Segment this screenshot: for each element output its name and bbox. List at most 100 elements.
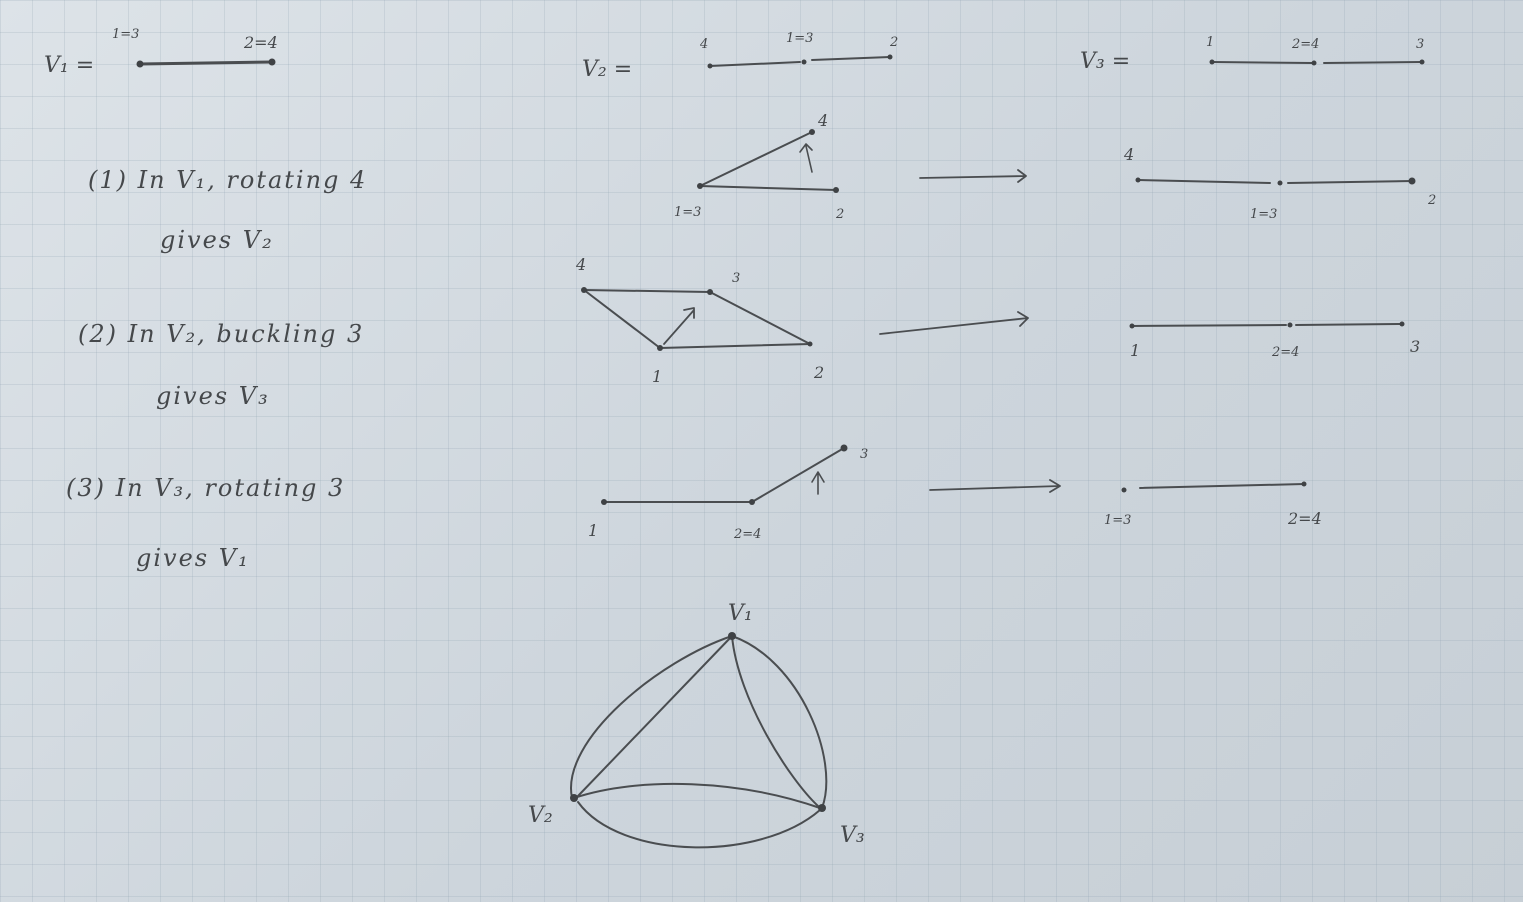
edge-v2-v3-lower [577, 801, 821, 849]
v3-right-label: 3 [1416, 37, 1424, 52]
step-2-after-left: 1 [1130, 341, 1140, 360]
step-3-point-3 [840, 444, 848, 452]
v3-segments [1211, 61, 1423, 64]
step-2-point-2 [807, 341, 813, 347]
step-1-after-diagram: 4 1=3 2 [1123, 145, 1436, 222]
node-v2 [570, 794, 578, 802]
step-2-result: gives V₃ [156, 382, 270, 410]
step-3-text: (3) In V₃, rotating 3 [66, 474, 345, 502]
edge-v1-v3-outer [731, 635, 828, 809]
step-1-point-2 [833, 187, 839, 193]
step-3-after-left: 1=3 [1104, 513, 1131, 528]
v3-mid-label: 2=4 [1291, 37, 1319, 52]
step-3-after-right-point [1301, 481, 1307, 487]
step-2-after-mid: 2=4 [1271, 345, 1299, 360]
edge-v1-v2-inner [577, 635, 733, 797]
step-1-arrow-up-icon [799, 143, 813, 173]
step-2-after-right: 3 [1410, 337, 1420, 356]
step-2-after-mid-point [1287, 322, 1293, 328]
step-1-after-right-point [1408, 177, 1416, 185]
v1-right-point [268, 58, 276, 66]
step-3-after-segment [1139, 483, 1305, 489]
step-2-quad [583, 289, 811, 349]
step-1-after-segments [1137, 179, 1413, 184]
v1-left-label: 1=3 [112, 27, 139, 42]
step-1-before-diagram: 1=3 2 4 [674, 111, 844, 222]
step-2-after-right-point [1399, 321, 1405, 327]
step-1-after-left: 4 [1123, 145, 1134, 164]
step-3-after-right: 2=4 [1287, 509, 1322, 528]
step-2: (2) In V₂, buckling 3 gives V₃ 4 3 1 2 1… [78, 255, 1420, 410]
v2-mid-label: 1=3 [786, 31, 813, 46]
step-3-after-diagram: 1=3 2=4 [1104, 481, 1322, 528]
node-v2-label: V₂ [528, 803, 553, 828]
step-3-before-diagram: 1 2=4 3 [588, 444, 868, 542]
v3-name: V₃ = [1080, 49, 1130, 74]
step-3-point-1 [601, 499, 607, 505]
step-2-point-1 [657, 345, 663, 351]
step-2-arrow-icon [663, 307, 695, 345]
node-v3-label: V₃ [840, 823, 865, 848]
step-2-arrow-right-icon [879, 311, 1029, 335]
step-1-text: (1) In V₁, rotating 4 [88, 166, 367, 194]
v3-left-label: 1 [1206, 35, 1214, 50]
step-1-point-4 [809, 129, 815, 135]
edge-v2-v3-upper [573, 782, 821, 809]
step-3-after-left-point [1121, 487, 1127, 493]
step-3-result: gives V₁ [136, 544, 250, 572]
definition-v1: V₁ = 1=3 2=4 [44, 27, 278, 78]
step-1-pivot-point [697, 183, 703, 189]
step-1-label-c: 4 [817, 111, 828, 130]
step-3-point-24 [749, 499, 755, 505]
step-1-label-a: 1=3 [674, 205, 701, 220]
step-1-after-right: 2 [1427, 193, 1436, 208]
step-1-after-mid-point [1277, 180, 1283, 186]
step-1-arrow-right-icon [919, 169, 1027, 183]
step-3-label-c: 3 [860, 447, 868, 462]
v1-left-point [136, 60, 144, 68]
step-3-arrow-up-icon [811, 471, 825, 495]
v2-left-label: 4 [699, 37, 708, 52]
step-2-after-left-point [1129, 323, 1135, 329]
edge-v1-v3-inner [731, 635, 819, 807]
v1-segment [138, 60, 274, 66]
v2-mid-point [801, 59, 807, 65]
step-2-after-segments [1131, 323, 1403, 327]
step-3-label-a: 1 [588, 521, 598, 540]
step-3-bars [603, 447, 845, 503]
step-2-text: (2) In V₂, buckling 3 [78, 320, 364, 348]
transition-graph: V₁ V₂ V₃ [528, 601, 865, 849]
step-2-point-3 [707, 289, 713, 295]
node-v1-label: V₁ [728, 601, 753, 626]
step-1: (1) In V₁, rotating 4 gives V₂ 1=3 2 4 4… [88, 111, 1436, 254]
step-2-label-d: 2 [813, 363, 824, 382]
step-2-after-diagram: 1 2=4 3 [1129, 321, 1420, 360]
step-2-label-b: 3 [732, 271, 740, 286]
step-2-point-4 [581, 287, 587, 293]
step-1-result: gives V₂ [160, 226, 274, 254]
step-2-label-c: 1 [652, 367, 662, 386]
edge-v1-v2-outer [570, 635, 733, 799]
step-2-label-a: 4 [575, 255, 586, 274]
definition-v2: V₂ = 4 1=3 2 [582, 31, 898, 82]
step-3-arrow-right-icon [929, 479, 1061, 493]
v2-right-point [887, 54, 893, 60]
step-1-after-mid: 1=3 [1250, 207, 1277, 222]
step-1-bars [699, 131, 837, 191]
node-v3 [818, 804, 826, 812]
v3-right-point [1419, 59, 1425, 65]
definition-v3: V₃ = 1 2=4 3 [1080, 35, 1425, 74]
step-1-after-left-point [1135, 177, 1141, 183]
v3-left-point [1209, 59, 1215, 65]
step-3-label-b: 2=4 [733, 527, 761, 542]
v2-name: V₂ = [582, 57, 632, 82]
step-3: (3) In V₃, rotating 3 gives V₁ 1 2=4 3 1… [66, 444, 1322, 572]
v2-left-point [707, 63, 713, 69]
node-v1 [728, 632, 736, 640]
v2-right-label: 2 [889, 35, 898, 50]
step-1-label-b: 2 [835, 207, 844, 222]
step-2-before-diagram: 4 3 1 2 [575, 255, 824, 386]
v1-name: V₁ = [44, 53, 94, 78]
